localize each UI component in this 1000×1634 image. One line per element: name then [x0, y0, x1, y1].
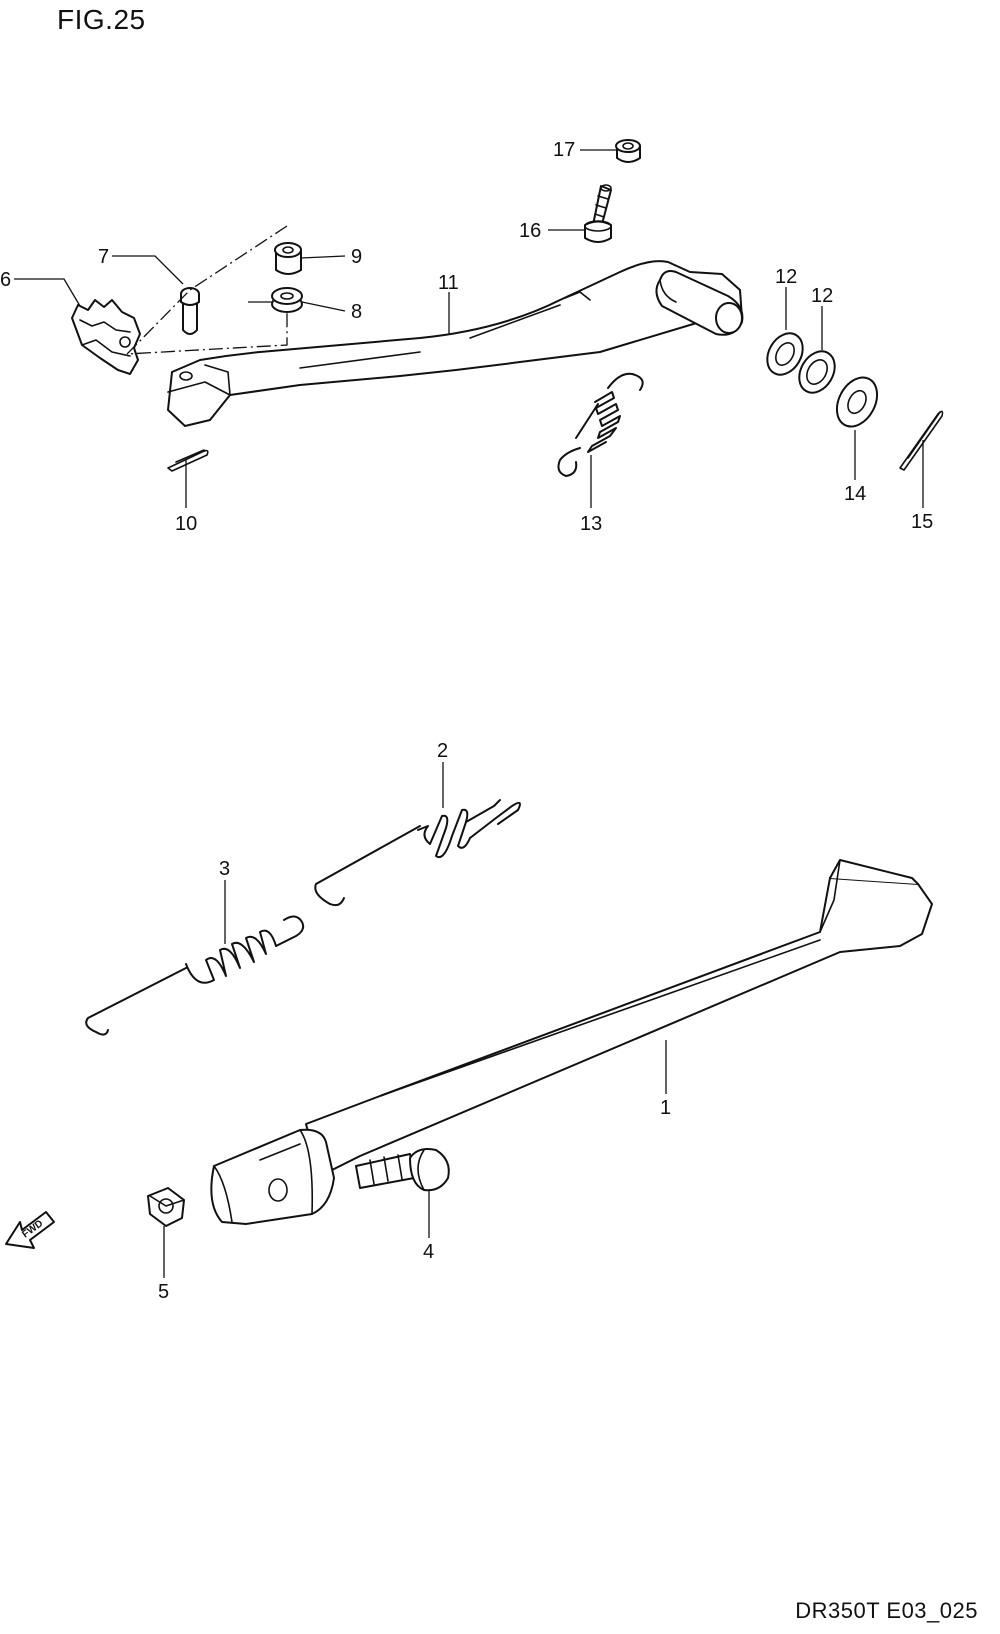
- callout-7: 7: [98, 246, 109, 268]
- spring-washer: [271, 287, 303, 313]
- callout-16: 16: [519, 220, 541, 242]
- cotter-pin-small: [167, 449, 209, 472]
- figure-title: FIG.25: [57, 4, 146, 35]
- fwd-arrow-icon: FWD: [5, 1211, 55, 1249]
- callout-leaders: [14, 149, 924, 1278]
- callout-15: 15: [911, 511, 933, 533]
- nut-small: [615, 139, 641, 163]
- clevis-pin: [180, 287, 200, 335]
- callout-3: 3: [219, 858, 230, 880]
- washer-large: [835, 376, 879, 428]
- callout-17: 17: [553, 139, 575, 161]
- side-stand: [210, 859, 933, 1225]
- stand-spring-lower: [85, 915, 305, 1036]
- callout-11: 11: [438, 272, 459, 294]
- bushing: [274, 242, 302, 275]
- callout-12a: 12: [775, 266, 797, 288]
- callout-13: 13: [580, 513, 602, 535]
- callout-9: 9: [351, 246, 362, 268]
- callout-5: 5: [158, 1281, 169, 1303]
- callout-4: 4: [423, 1241, 434, 1263]
- figure-code: DR350T E03_025: [795, 1598, 978, 1623]
- callout-10: 10: [175, 513, 197, 535]
- callout-2: 2: [437, 740, 448, 762]
- washer-a: [766, 332, 804, 376]
- callout-8: 8: [351, 301, 362, 323]
- callout-12b: 12: [811, 285, 833, 307]
- callout-1: 1: [660, 1097, 671, 1119]
- stand-bolt: [355, 1148, 450, 1192]
- pivot-bolt: [584, 184, 612, 243]
- pedal-step: [71, 299, 141, 375]
- callout-14: 14: [844, 483, 866, 505]
- brake-pedal-arm: [167, 260, 744, 427]
- stand-nut: [147, 1187, 185, 1227]
- washer-b: [798, 350, 836, 394]
- return-spring-upper: [557, 372, 644, 477]
- callout-6: 6: [0, 269, 11, 291]
- cotter-pin-long: [899, 410, 944, 471]
- stand-spring-upper: [314, 799, 521, 907]
